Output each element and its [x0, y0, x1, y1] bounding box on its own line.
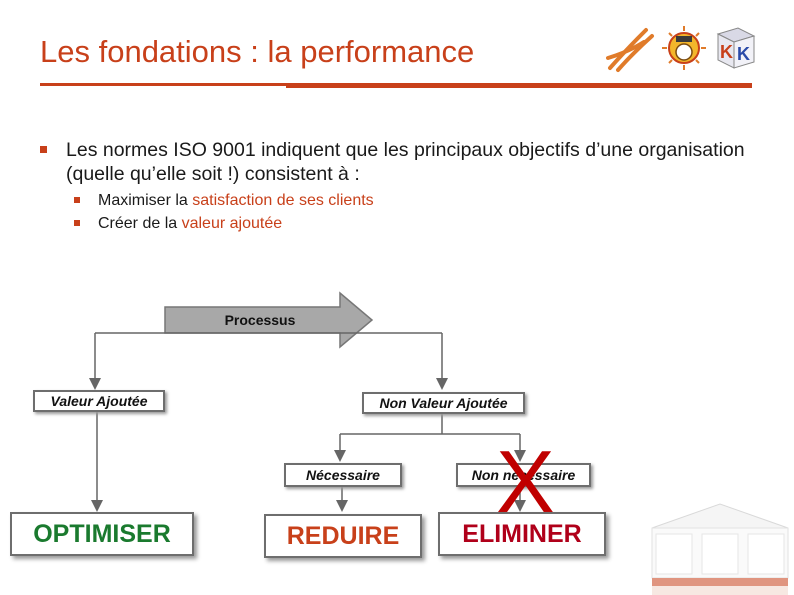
- cross-mark: X: [496, 432, 555, 531]
- reduire-box: REDUIRE: [264, 514, 422, 558]
- non-necessaire-box: Non nécessaire: [456, 463, 591, 487]
- bullet-main-text: Les normes ISO 9001 indiquent que les pr…: [66, 139, 745, 185]
- valeur-ajoutee-box: Valeur Ajoutée: [33, 390, 165, 412]
- sub-bullet-2-prefix: Créer de la: [98, 215, 182, 232]
- swirl-logo-icon: K K: [606, 26, 756, 72]
- sub-bullet-1-prefix: Maximiser la: [98, 192, 193, 209]
- title-underline-thick: [286, 83, 752, 88]
- non-valeur-ajoutee-box: Non Valeur Ajoutée: [362, 392, 525, 414]
- sub-bullet-1-highlight: satisfaction de ses clients: [192, 192, 374, 209]
- necessaire-box: Nécessaire: [284, 463, 402, 487]
- svg-text:K: K: [720, 42, 733, 62]
- sub-bullet-2-highlight: valeur ajoutée: [181, 215, 283, 232]
- bullet-square: [74, 197, 80, 203]
- processus-label: Processus: [224, 312, 296, 328]
- svg-text:K: K: [737, 44, 750, 64]
- logos: K K: [606, 20, 756, 80]
- sun-face-icon: [662, 26, 706, 70]
- eliminer-box: ELIMINER: [438, 512, 606, 556]
- house-diagram-thumbnail: [651, 503, 789, 595]
- bullet-square: [74, 220, 80, 226]
- kk-cube-icon: K K: [716, 27, 756, 69]
- slide-title: Les fondations : la performance: [40, 34, 475, 69]
- bullet-square: [40, 146, 47, 153]
- optimiser-box: OPTIMISER: [10, 512, 194, 556]
